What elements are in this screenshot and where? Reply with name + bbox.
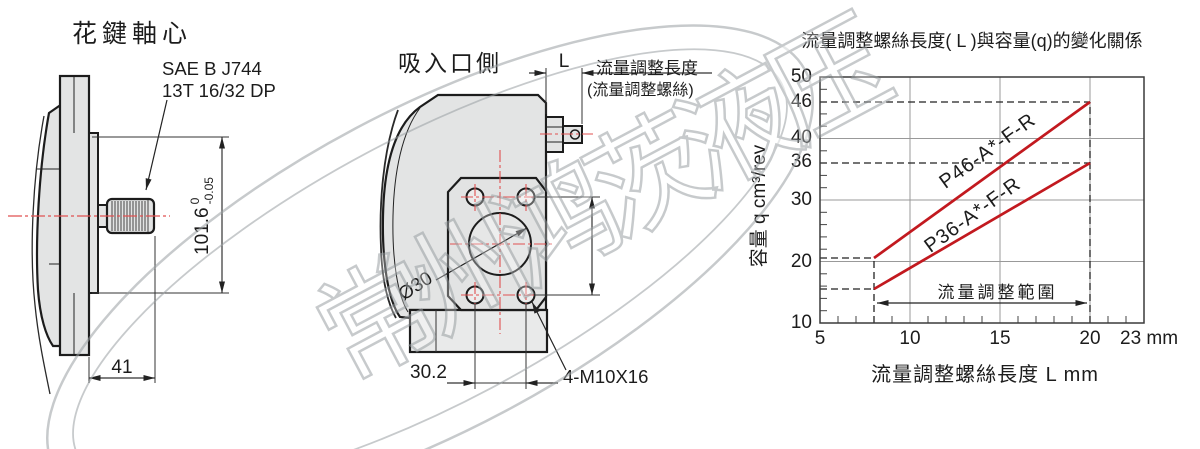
dim-302-label: 30.2 [410, 362, 447, 383]
y-tick-36: 36 [790, 151, 812, 172]
adjust-screw-nut [545, 116, 564, 153]
bolt-hole [465, 285, 485, 305]
bolt-hole [516, 285, 536, 305]
x-tick-10: 10 [899, 328, 921, 349]
x-tick-23mm: 23 mm [1120, 328, 1179, 349]
x-minor-ticks [837, 316, 1127, 323]
left-view-title: 花鍵軸心 [72, 20, 193, 48]
chart-y-axis-label: 容量 q cm³/rev [748, 144, 770, 268]
chart-title: 流量調整螺絲長度( L )與容量(q)的變化關係 [801, 31, 1143, 51]
dim-l-label: L [558, 51, 570, 72]
dim-101-value: 101.6 [192, 207, 213, 255]
chart-x-axis-label: 流量調整螺絲長度 L mm [871, 364, 1099, 386]
dim-101-tolerance: 0-0.05 [188, 177, 216, 205]
spline-spec-line2: 13T 16/32 DP [162, 80, 276, 101]
bolt-hole [516, 187, 536, 207]
range-annotation-label: 流量調整範圍 [937, 283, 1058, 302]
y-tick-50: 50 [790, 66, 812, 87]
thread-spec-label: 4-M10X16 [563, 366, 649, 387]
y-tick-30: 30 [790, 189, 812, 210]
port-diameter-label: Ø30 [394, 267, 437, 306]
x-tick-15: 15 [989, 328, 1011, 349]
centerlines [450, 133, 593, 334]
y-minor-ticks [820, 88, 827, 312]
mounting-flange [446, 176, 548, 312]
suction-port-bore [468, 212, 532, 276]
spline-spec-leader [145, 99, 168, 191]
spline-spec-line1: SAE B J744 [162, 58, 262, 79]
bolt-hole [465, 187, 485, 207]
suction-port-drawing [379, 68, 712, 389]
series-line-p46 [873, 100, 1091, 260]
y-tick-20: 20 [790, 251, 812, 272]
dia30-leader [435, 227, 528, 281]
x-tick-5: 5 [814, 328, 826, 349]
y-tick-40: 40 [790, 127, 812, 148]
dim-41-label: 41 [111, 357, 133, 378]
flow-adjust-screw-label: (流量調整螺絲) [587, 82, 694, 99]
series-line-p36 [873, 161, 1091, 291]
y-tick-46: 46 [790, 91, 812, 112]
spline-teeth-hatch [111, 200, 149, 232]
adjust-screw-shaft [562, 125, 583, 144]
thread-leader [531, 301, 567, 371]
x-tick-20: 20 [1079, 328, 1101, 349]
middle-view-title: 吸入口側 [398, 50, 502, 76]
